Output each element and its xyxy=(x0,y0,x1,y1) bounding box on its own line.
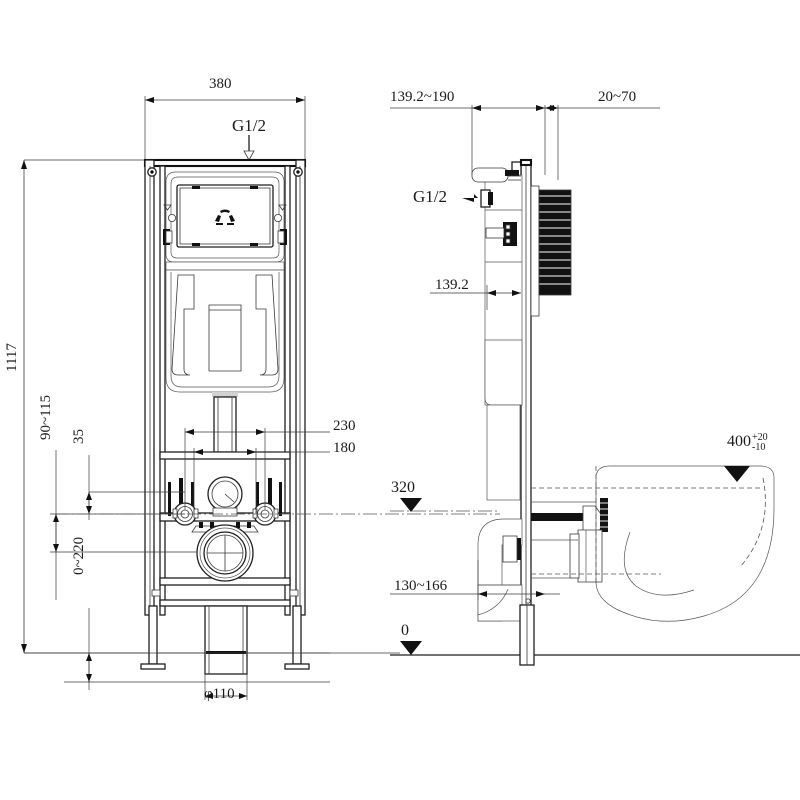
inlet-label-front: G1/2 xyxy=(232,116,266,135)
waste-pipe-bottom xyxy=(204,605,248,675)
threaded-studs xyxy=(168,478,282,516)
dim-label-139-2: 139.2 xyxy=(435,277,469,293)
flush-pipe-front xyxy=(212,392,238,453)
level-400-value: 400 xyxy=(727,433,751,451)
dim-label-phi110: φ110 xyxy=(204,686,235,702)
flush-outlet-port xyxy=(207,476,243,517)
dim-phi110 xyxy=(204,660,248,700)
toilet-bowl-outline xyxy=(531,465,775,622)
bowl-connector xyxy=(531,498,608,583)
side-view-group xyxy=(390,105,800,666)
dim-label-35: 35 xyxy=(71,429,87,444)
inspection-plate xyxy=(167,184,282,248)
dim-139-190 xyxy=(390,105,546,175)
dim-label-230: 230 xyxy=(333,418,356,434)
recycle-logo-icon xyxy=(215,209,235,225)
inlet-arrow-front xyxy=(243,135,255,161)
dim-180 xyxy=(193,448,330,514)
dim-130-166 xyxy=(390,560,560,600)
dim-label-20-70: 20~70 xyxy=(598,89,637,105)
waste-outlet-socket xyxy=(191,522,259,582)
flush-plate-side xyxy=(530,185,572,317)
level-label-400: 400 +20 -10 xyxy=(727,433,768,452)
level-marker-400 xyxy=(724,466,750,482)
frame-legs xyxy=(140,589,310,670)
dim-overall-width xyxy=(144,96,306,160)
flush-lever-arm xyxy=(471,167,521,183)
frame-corner-fixings xyxy=(147,167,303,177)
level-marker-320 xyxy=(390,498,500,512)
inlet-fitting-side xyxy=(462,189,493,208)
level-marker-0 xyxy=(390,641,800,656)
waste-bend-side xyxy=(477,518,535,666)
front-view-group xyxy=(21,96,500,700)
cistern-side-box xyxy=(484,174,523,501)
inlet-label-side: G1/2 xyxy=(413,187,447,206)
valve-block-side xyxy=(485,222,517,246)
dim-20-70 xyxy=(545,105,660,180)
dim-label-139-190: 139.2~190 xyxy=(390,89,455,105)
dim-label-0-220: 0~220 xyxy=(71,536,87,575)
dim-label-180: 180 xyxy=(333,440,356,456)
dim-35 xyxy=(86,455,185,520)
level-label-0: 0 xyxy=(401,622,409,639)
cistern-lower-shell xyxy=(165,261,285,393)
cistern-side-brackets xyxy=(163,204,287,245)
level-400-tol-plus: +20 xyxy=(752,432,768,443)
dim-label-90-115: 90~115 xyxy=(38,394,54,440)
level-400-tol-minus: -10 xyxy=(752,441,766,453)
dim-230 xyxy=(184,428,330,510)
dim-139-2 xyxy=(430,285,521,310)
dim-label-130-166: 130~166 xyxy=(394,578,448,594)
level-label-320: 320 xyxy=(391,479,415,496)
frame-outer-structure xyxy=(143,158,307,616)
dim-label-380: 380 xyxy=(209,76,232,92)
dim-0-220 xyxy=(64,608,330,690)
dim-label-1117: 1117 xyxy=(4,343,20,372)
